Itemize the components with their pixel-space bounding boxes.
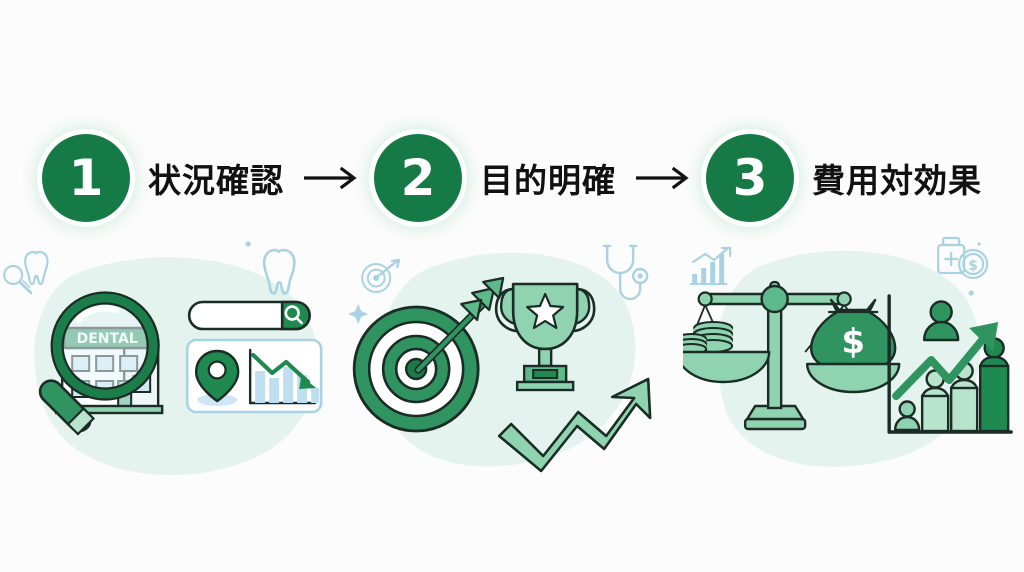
- panel-clear-purpose: [341, 236, 682, 486]
- step-number-3: 3: [732, 149, 768, 207]
- growth-arrow-icon: [891, 322, 998, 400]
- svg-text:$: $: [968, 258, 978, 274]
- dot-decoration: [968, 290, 974, 296]
- trophy-icon: [495, 282, 596, 392]
- panel-cost-effectiveness: $: [682, 236, 1024, 486]
- coin-dollar-decoration: $: [957, 248, 988, 280]
- coins-stack-icon: [682, 321, 733, 355]
- sparkle-decoration: [348, 304, 369, 324]
- tooth-icon: [24, 250, 49, 286]
- step-number-2: 2: [400, 149, 436, 207]
- step-group-2: 2 目的明確: [374, 134, 706, 222]
- small-magnifier-decoration: [3, 264, 33, 295]
- search-bar-icon: [187, 300, 311, 331]
- panel-situation-check: DENTAL: [0, 236, 341, 486]
- step-group-1: 1 状況確認: [42, 134, 374, 222]
- star-icon: [526, 292, 565, 330]
- arrow-dart-icon: [414, 276, 505, 374]
- dot-decoration: [245, 241, 251, 247]
- small-target-decoration: [361, 258, 401, 293]
- step-arrow-icon-2: [636, 165, 692, 191]
- results-card: [185, 338, 323, 414]
- dollar-sign: $: [841, 322, 865, 362]
- step-label-1: 状況確認: [148, 161, 284, 200]
- step-badge-2[interactable]: 2: [374, 134, 462, 222]
- step-number-1: 1: [68, 149, 104, 207]
- step-group-3: 3 費用対効果: [706, 134, 982, 222]
- step-arrow-icon-1: [304, 165, 360, 191]
- stethoscope-icon: [603, 244, 649, 301]
- step-label-2: 目的明確: [480, 161, 616, 200]
- step-badge-1[interactable]: 1: [42, 134, 130, 222]
- illustration-panels: DENTAL: [0, 236, 1024, 486]
- balance-scale-icon: $: [682, 280, 901, 431]
- growth-arrow-icon: [498, 377, 652, 473]
- location-pin-icon: [194, 349, 240, 406]
- steps-row: 1 状況確認 2 目的明確: [0, 126, 1024, 230]
- tooth-icon: [262, 248, 296, 295]
- step-label-3: 費用対効果: [812, 161, 982, 200]
- magnifier-icon: [38, 291, 160, 436]
- dot-decoration: [977, 242, 981, 246]
- people-bar-chart-icon: [887, 294, 1013, 434]
- declining-bar-chart-icon: [248, 348, 320, 405]
- mini-bar-chart-decoration: [689, 246, 731, 285]
- step-badge-3[interactable]: 3: [706, 134, 794, 222]
- money-bag-icon: $: [809, 298, 897, 374]
